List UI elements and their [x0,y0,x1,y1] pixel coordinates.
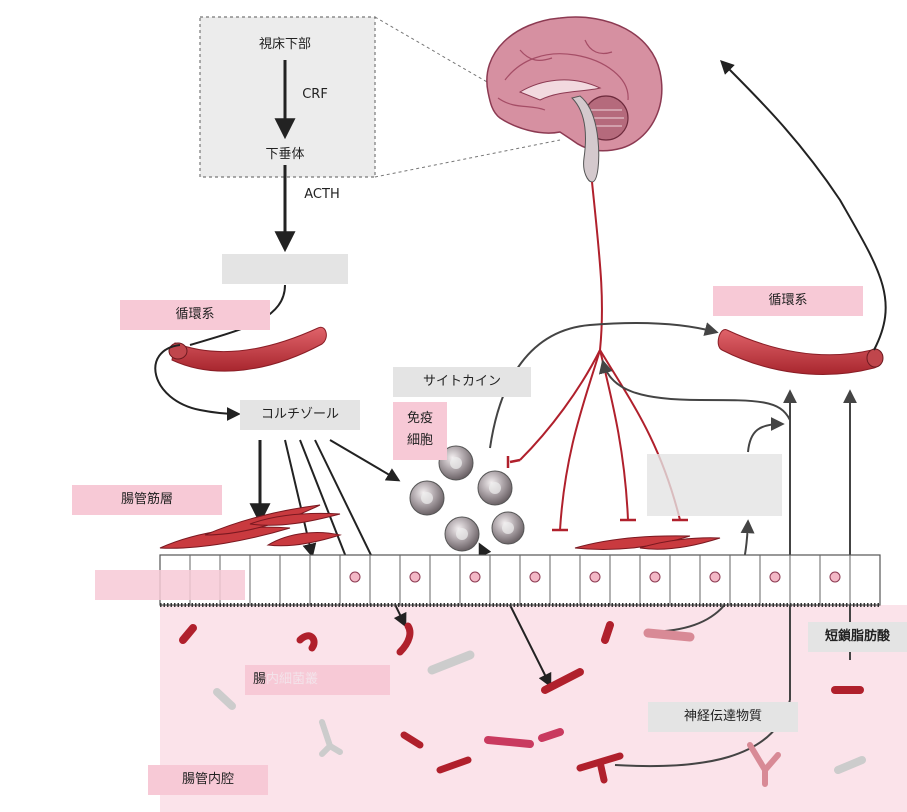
pituitary-label: 下垂体 [250,140,320,170]
epithelial-cell-nucleus [350,572,360,582]
scfa-label: 短鎖脂肪酸 [808,622,907,652]
blood-vessel-left [172,327,326,371]
circulation-right-label: 循環系 [713,286,863,316]
crf-label: CRF [292,80,338,110]
muscle-cells [160,505,720,550]
enteric-nervous-label [647,454,782,516]
epithelial-cell-nucleus [650,572,660,582]
blood-vessel-right-opening [867,349,883,367]
gut-microbiota-label: 腸内細菌叢 [245,665,390,695]
epithelial-cell-nucleus [590,572,600,582]
epithelial-cell-nucleus [530,572,540,582]
hypothalamus-label: 視床下部 [245,30,325,60]
adrenal-label [222,254,348,284]
epithelial-cell-nucleus [710,572,720,582]
brain-illustration [487,17,662,182]
gut-muscle-label: 腸管筋層 [72,485,222,515]
cytokine-label: サイトカイン [393,367,531,397]
immune-cells-label: 免疫 細胞 [393,402,447,460]
epithelial-cell-nucleus [770,572,780,582]
enteric-box-arrow [748,424,782,452]
epithelial-cell-nucleus [410,572,420,582]
neurotransmitter-label: 神経伝達物質 [648,702,798,732]
cortisol-to-immune-arrow [330,440,398,480]
gut-microbiota-label-faint: 内細菌叢 [266,672,318,687]
gut-lumen-label: 腸管内腔 [148,765,268,795]
epithelium-label [95,570,245,600]
blood-vessel-right [718,329,880,374]
zoom-line-bottom [375,140,560,177]
cortisol-label: コルチゾール [240,400,360,430]
epithelial-cell-nucleus [830,572,840,582]
circulation-left-label: 循環系 [120,300,270,330]
gut-microbiota-label-text: 腸 [253,672,266,687]
epithelial-cell-nucleus [470,572,480,582]
acth-label: ACTH [292,180,352,210]
enteric-to-nerve-arrow [603,362,790,420]
